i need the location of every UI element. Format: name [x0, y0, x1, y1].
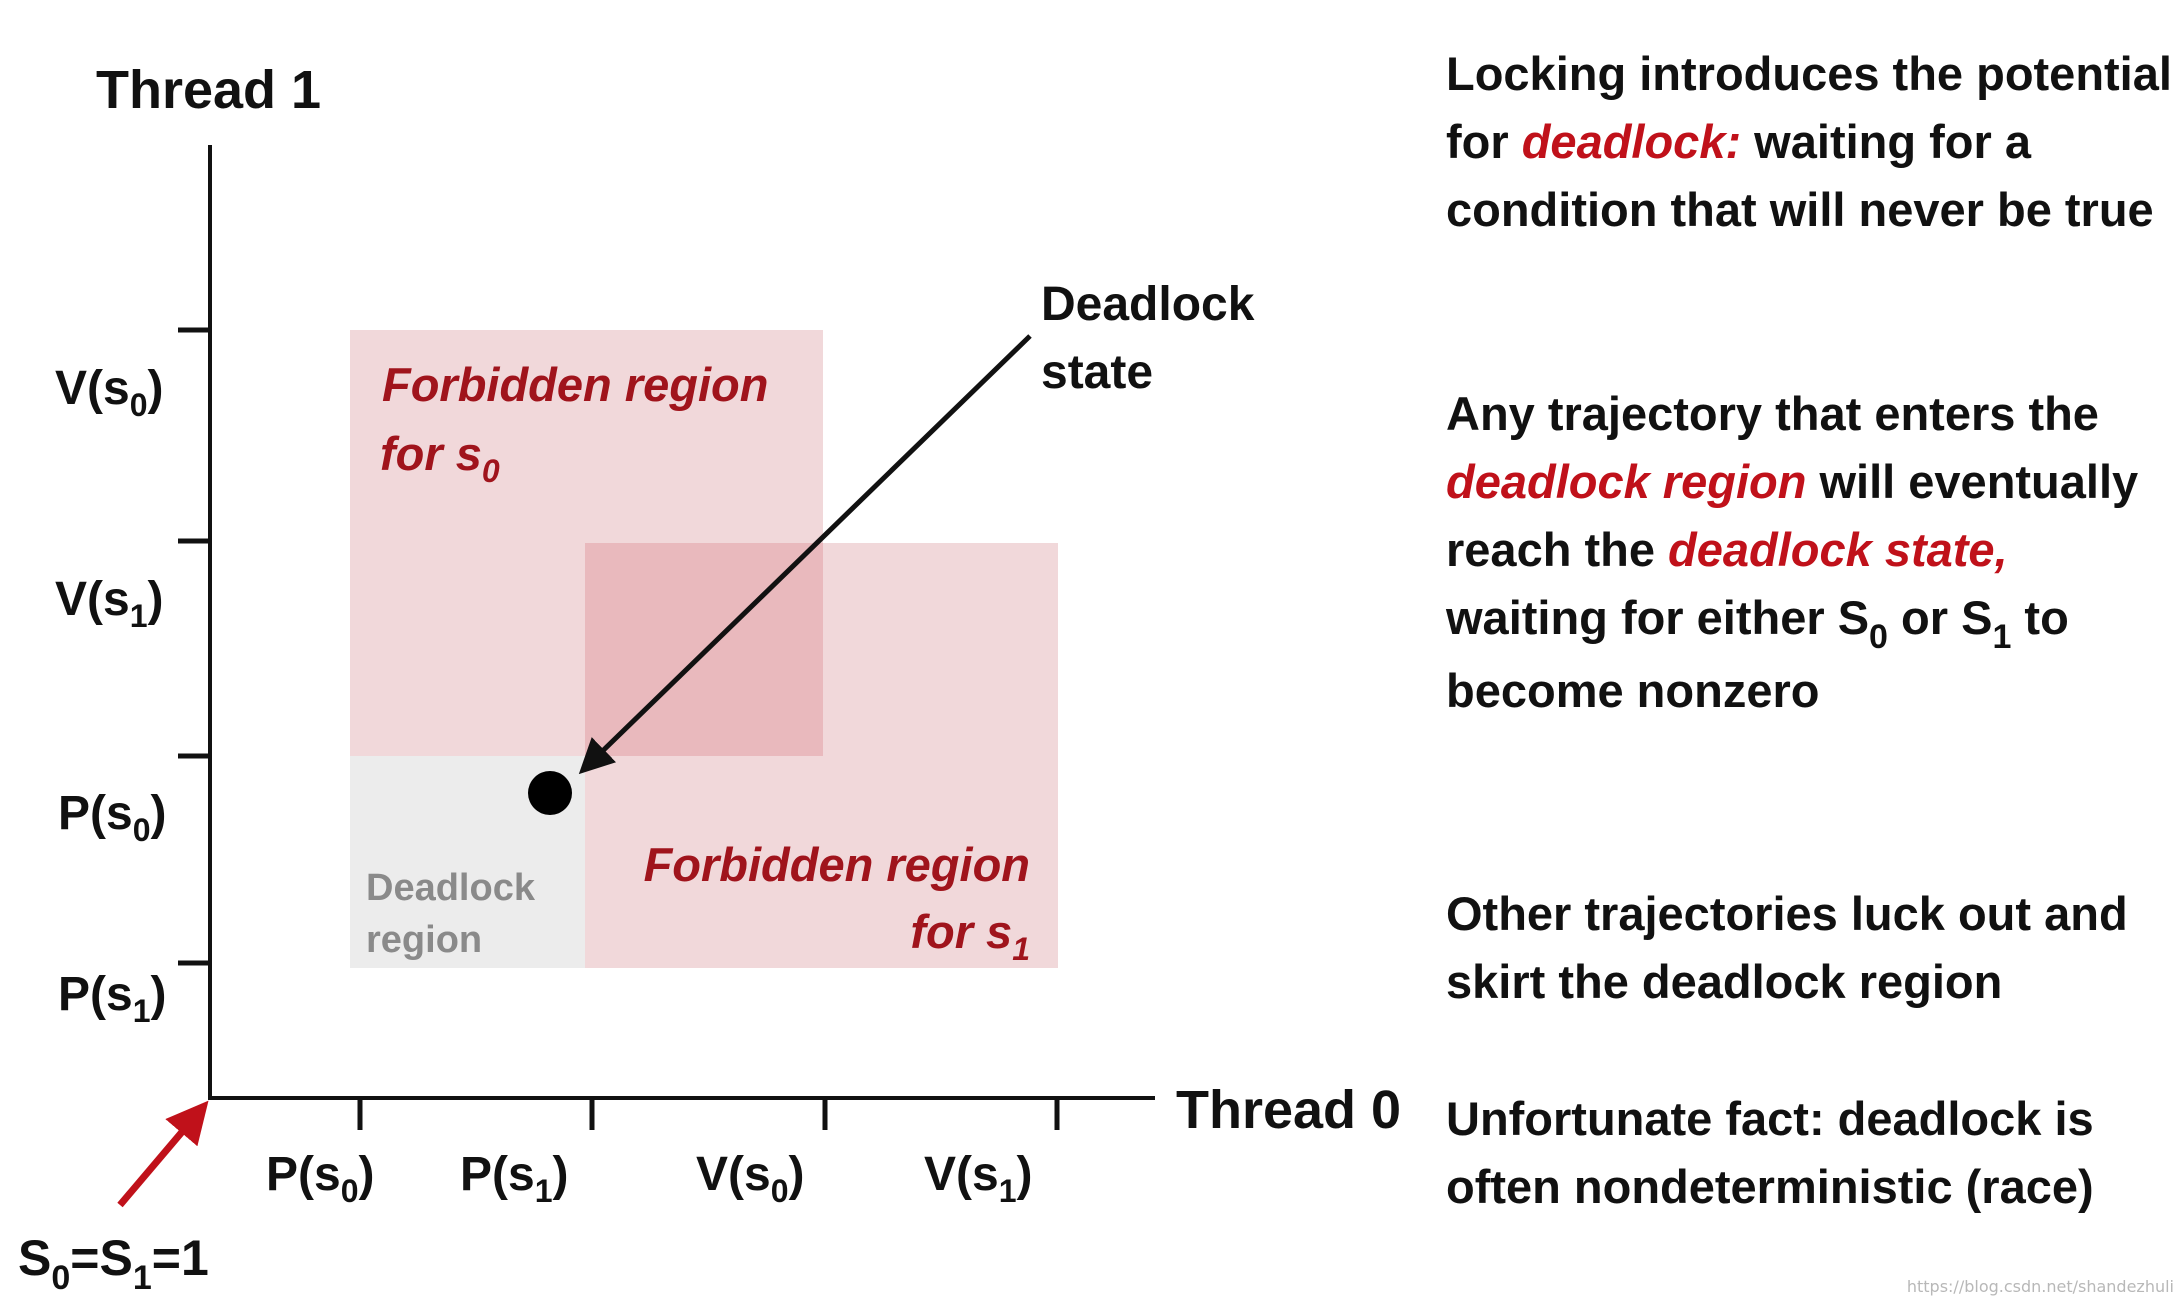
forbidden-s1-label: Forbidden region — [644, 838, 1030, 891]
note-text: waiting for a condition that will never … — [1446, 115, 2154, 236]
deadlock-region-label-line2: region — [366, 919, 482, 961]
y-label-p-s0: P(s0) — [58, 787, 166, 848]
y-axis-title: Thread 1 — [96, 60, 321, 120]
x-label-p-s0: P(s0) — [266, 1148, 374, 1209]
forbidden-s0-label: Forbidden region — [382, 358, 768, 411]
deadlock-region-label: Deadlock — [366, 867, 536, 909]
initial-state-arrow — [117, 1100, 209, 1208]
note-text: Any trajectory that enters the — [1446, 387, 2099, 440]
note-highlight: deadlock: — [1521, 115, 1742, 168]
deadlock-state-label-line2: state — [1041, 346, 1153, 399]
note-text: will eventually reach the — [1446, 455, 2139, 576]
note-unfortunate-fact: Unfortunate fact: deadlock is often nond… — [1446, 1092, 2094, 1213]
note-subscript: 0 — [1869, 618, 1888, 656]
note-text: or S — [1887, 591, 1993, 644]
note-other-trajectories: Other trajectories luck out and skirt th… — [1446, 887, 2128, 1008]
note-text: waiting for either S — [1446, 591, 1870, 644]
deadlock-state-dot — [528, 771, 572, 815]
deadlock-state-arrow — [578, 334, 1032, 775]
note-trajectory: Any trajectory that enters the deadlock … — [1446, 380, 2176, 725]
y-label-v-s1: V(s1) — [55, 573, 163, 634]
x-label-p-s1: P(s1) — [460, 1148, 568, 1209]
note-subscript: 1 — [1992, 618, 2012, 656]
deadlock-state-label: Deadlock — [1041, 278, 1255, 331]
x-label-v-s1: V(s1) — [924, 1148, 1032, 1209]
note-highlight: deadlock state, — [1668, 523, 2008, 576]
initial-semaphore-label: S0=S1=1 — [18, 1230, 209, 1297]
y-label-v-s0: V(s0) — [55, 362, 163, 423]
note-text: Locking introduces the potential for — [1446, 47, 2172, 168]
note-highlight: deadlock region — [1446, 455, 1807, 508]
forbidden-s0-label-line2: for s0 — [380, 427, 500, 489]
x-label-v-s0: V(s0) — [696, 1148, 804, 1209]
x-axis-title: Thread 0 — [1176, 1080, 1401, 1140]
watermark: https://blog.csdn.net/shandezhuli — [1906, 1277, 2174, 1296]
y-label-p-s1: P(s1) — [58, 968, 166, 1029]
forbidden-s1-label-line2: for s1 — [910, 905, 1030, 967]
note-text: to become nonzero — [1446, 591, 2069, 717]
note-locking: Locking introduces the potential for dea… — [1446, 40, 2176, 244]
